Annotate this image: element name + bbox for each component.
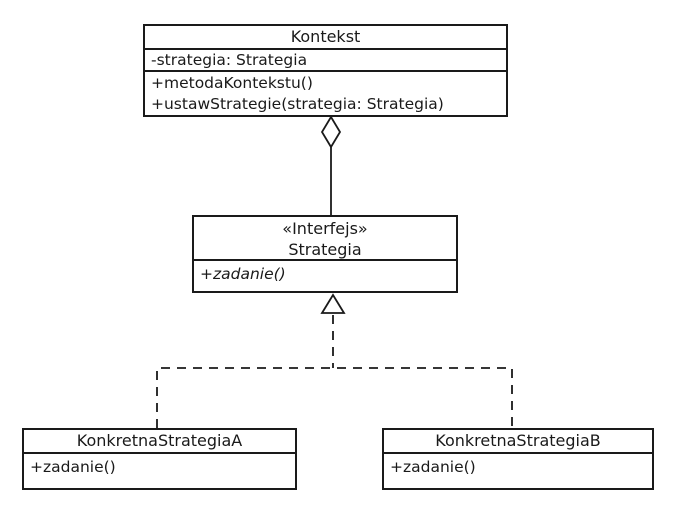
class-title-compartment: «Interfejs» Strategia <box>194 217 456 261</box>
realization-triangle-icon <box>320 293 346 314</box>
class-title-compartment: KonkretnaStrategiaB <box>384 430 652 454</box>
method-item: +ustawStrategie(strategia: Strategia) <box>151 95 444 113</box>
class-name: KonkretnaStrategiaA <box>76 431 243 450</box>
stereotype-label: «Interfejs» <box>282 219 368 238</box>
class-box-konkretna-strategia-b: KonkretnaStrategiaB +zadanie() <box>382 428 654 490</box>
method-item: +metodaKontekstu() <box>151 74 313 92</box>
class-name: Strategia <box>288 240 362 259</box>
class-title-compartment: KonkretnaStrategiaA <box>24 430 295 454</box>
methods-compartment: +zadanie() <box>24 454 295 488</box>
aggregation-diamond-icon <box>320 115 342 149</box>
method-item: +zadanie() <box>30 458 116 476</box>
methods-compartment: +zadanie() <box>384 454 652 488</box>
method-item: +zadanie() <box>390 458 476 476</box>
class-box-strategia: «Interfejs» Strategia +zadanie() <box>192 215 458 293</box>
class-name: Kontekst <box>290 27 361 46</box>
methods-compartment: +zadanie() <box>194 261 456 291</box>
realization-dashed-branch <box>156 367 513 428</box>
attribute-item: -strategia: Strategia <box>151 51 308 69</box>
class-name: KonkretnaStrategiaB <box>435 431 601 450</box>
class-box-kontekst: Kontekst -strategia: Strategia +metodaKo… <box>143 24 508 117</box>
class-title-compartment: Kontekst <box>145 26 506 50</box>
class-box-konkretna-strategia-a: KonkretnaStrategiaA +zadanie() <box>22 428 297 490</box>
methods-compartment: +metodaKontekstu() +ustawStrategie(strat… <box>145 72 506 115</box>
method-item: +zadanie() <box>200 265 286 283</box>
attributes-compartment: -strategia: Strategia <box>145 50 506 72</box>
